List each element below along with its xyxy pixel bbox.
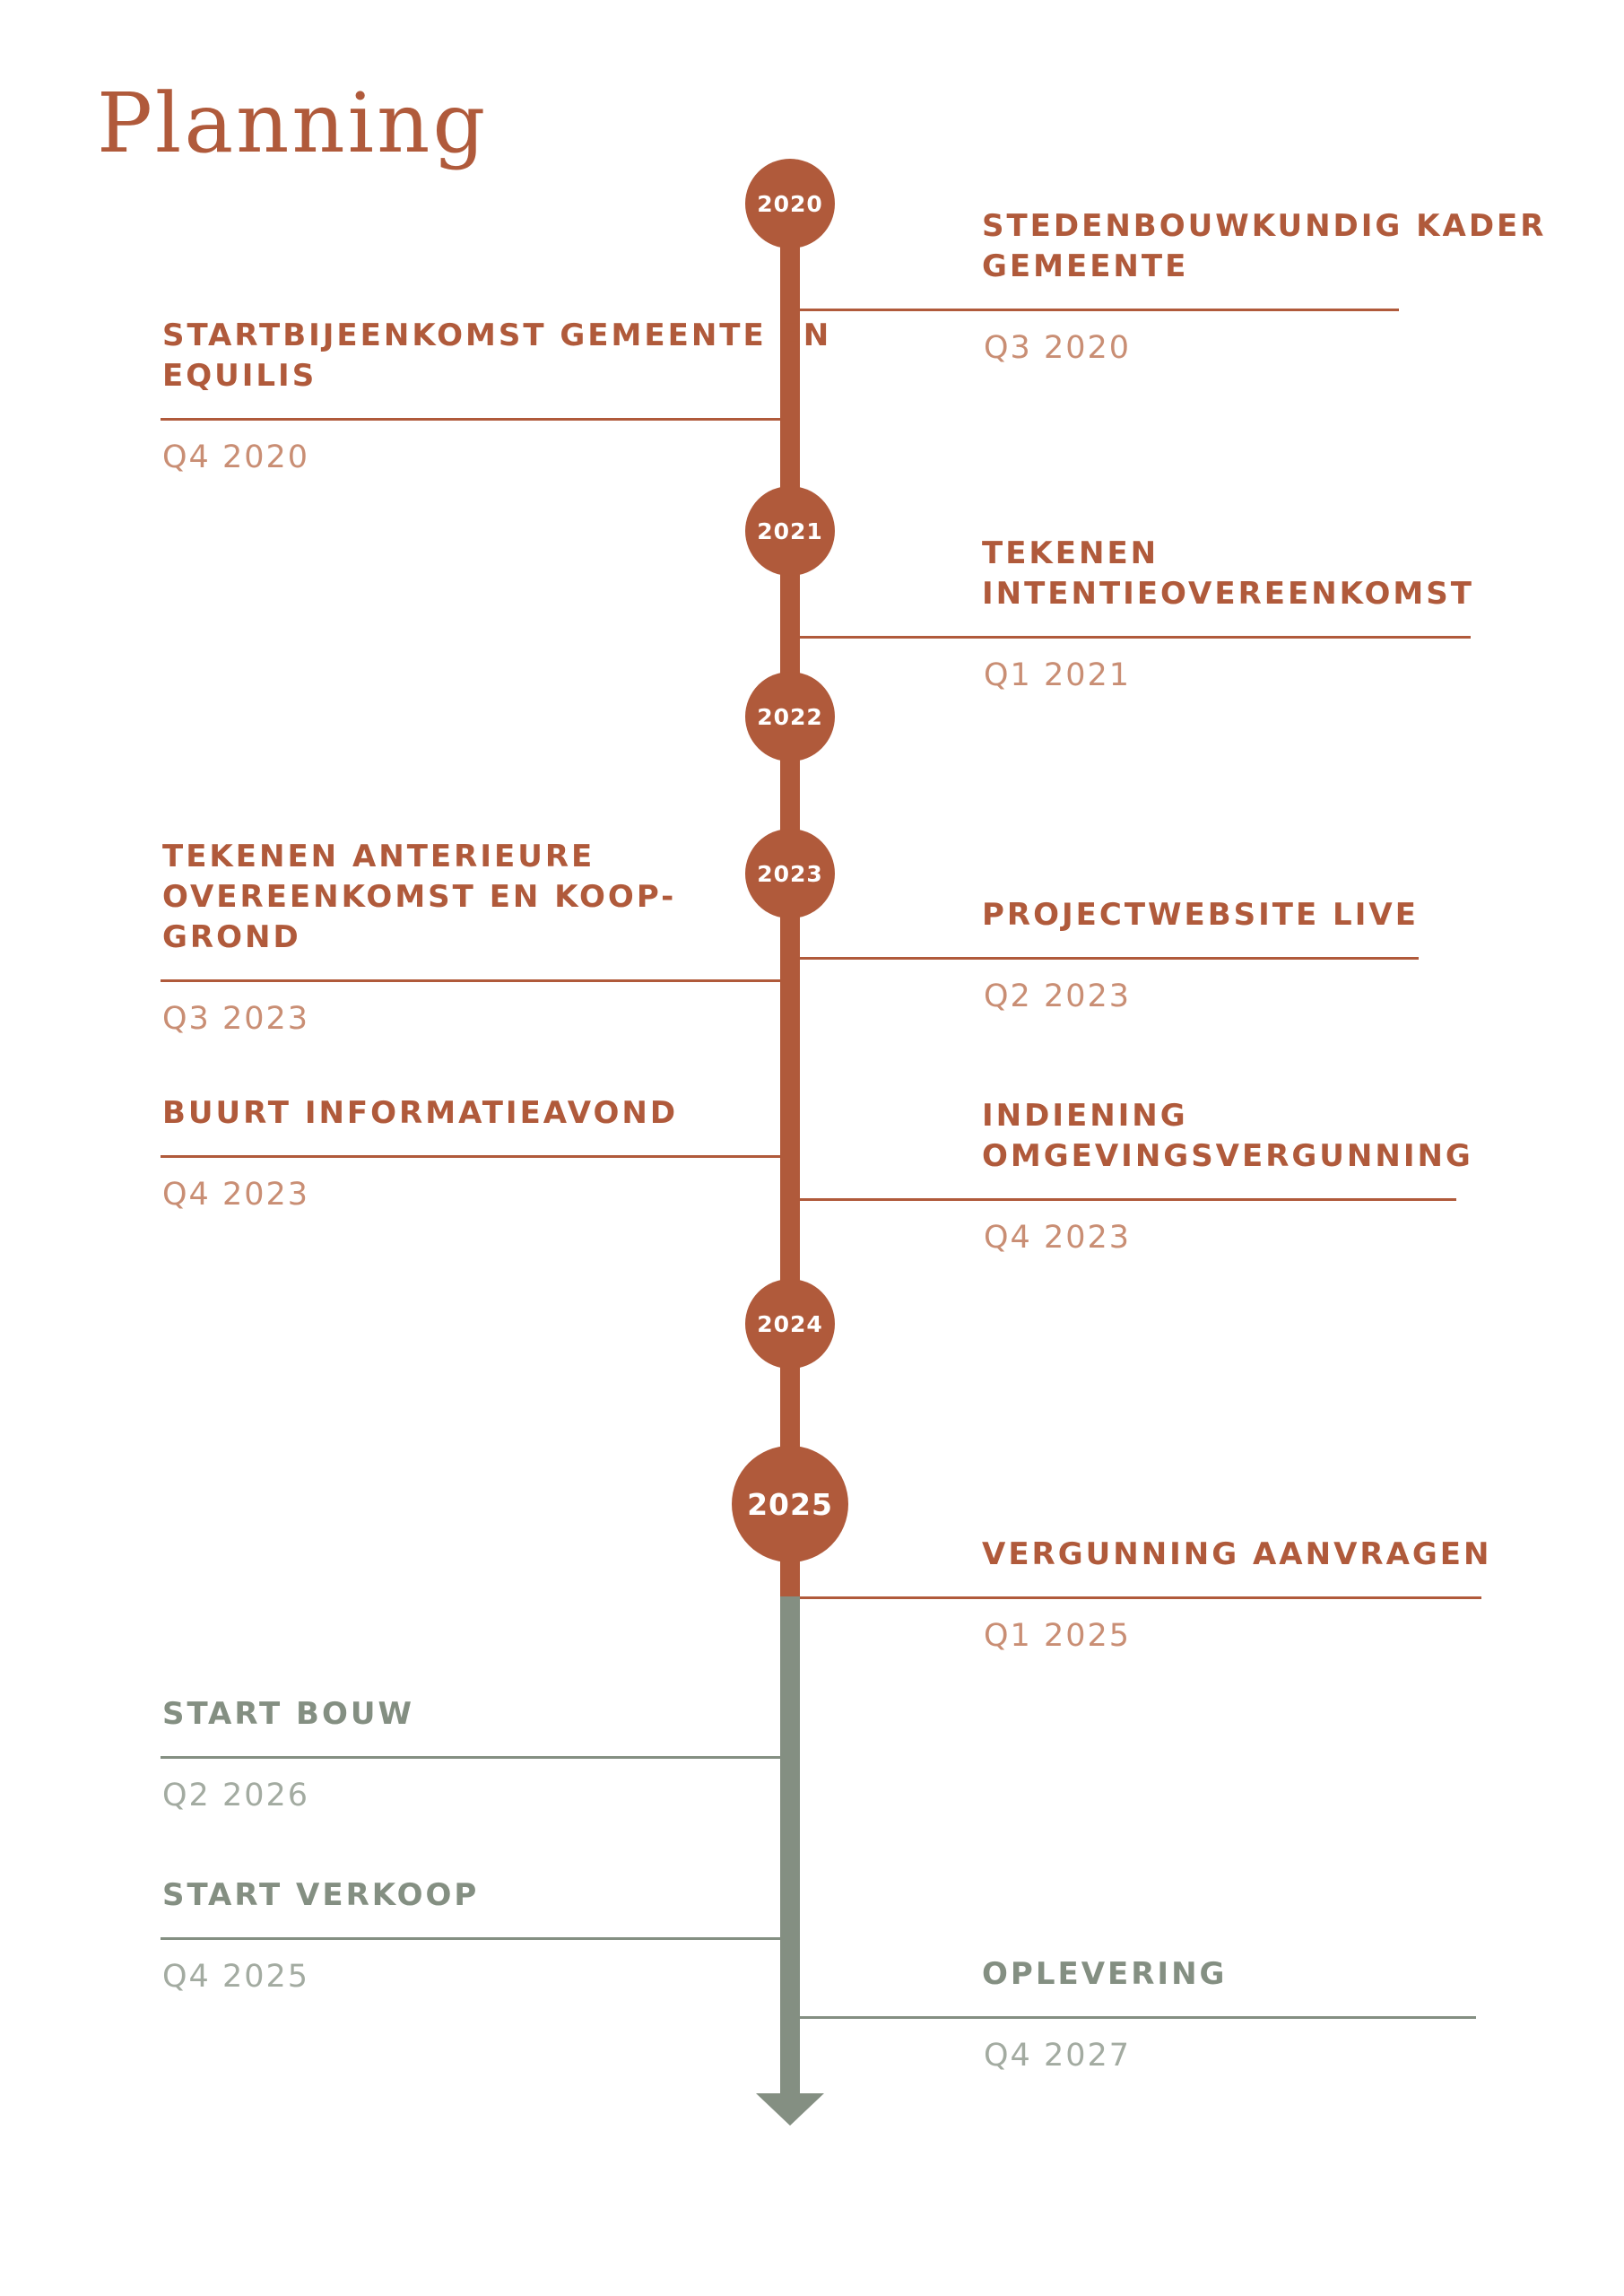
event-divider bbox=[161, 1756, 780, 1759]
event-title: TEKENEN ANTERIEURE OVEREENKOMST EN KOOP-… bbox=[162, 839, 677, 955]
event-title: BUURT INFORMATIEAVOND bbox=[162, 1095, 679, 1131]
event-divider bbox=[800, 636, 1471, 639]
event-date: Q2 2023 bbox=[984, 978, 1132, 1014]
event-divider bbox=[161, 979, 780, 982]
event-date: Q4 2023 bbox=[984, 1220, 1132, 1256]
event-title: START VERKOOP bbox=[162, 1877, 480, 1913]
year-marker-2021: 2021 bbox=[745, 486, 835, 576]
event-title: STARTBIJEENKOMST GEMEENTE EN EQUILIS bbox=[162, 317, 832, 394]
event-title: STEDENBOUWKUNDIG KADER GEMEENTE bbox=[982, 208, 1547, 284]
event-divider bbox=[800, 1198, 1456, 1201]
event-date: Q3 2020 bbox=[984, 330, 1132, 366]
event-title: TEKENEN INTENTIEOVEREENKOMST bbox=[982, 535, 1474, 612]
event-title: INDIENING OMGEVINGSVERGUNNING bbox=[982, 1098, 1473, 1174]
year-marker-2025: 2025 bbox=[732, 1446, 848, 1562]
event-title: PROJECTWEBSITE LIVE bbox=[982, 897, 1419, 933]
event-divider bbox=[800, 2016, 1476, 2019]
event-date: Q4 2020 bbox=[162, 439, 310, 475]
year-marker-2022: 2022 bbox=[745, 672, 835, 761]
event-date: Q2 2026 bbox=[162, 1778, 310, 1813]
event-divider bbox=[800, 1596, 1481, 1599]
page-title: Planning bbox=[97, 75, 489, 171]
event-title: VERGUNNING AANVRAGEN bbox=[982, 1536, 1492, 1572]
year-marker-2024: 2024 bbox=[745, 1279, 835, 1369]
event-divider bbox=[800, 957, 1419, 960]
event-date: Q3 2023 bbox=[162, 1001, 310, 1037]
event-date: Q1 2025 bbox=[984, 1618, 1132, 1654]
year-marker-2023: 2023 bbox=[745, 829, 835, 918]
event-title: OPLEVERING bbox=[982, 1956, 1228, 1992]
event-date: Q1 2021 bbox=[984, 657, 1132, 693]
event-title: START BOUW bbox=[162, 1696, 414, 1732]
event-date: Q4 2027 bbox=[984, 2038, 1132, 2074]
year-marker-2020: 2020 bbox=[745, 159, 835, 248]
event-divider bbox=[800, 309, 1399, 311]
event-date: Q4 2025 bbox=[162, 1959, 310, 1995]
event-divider bbox=[161, 418, 780, 421]
event-divider bbox=[161, 1155, 780, 1158]
event-date: Q4 2023 bbox=[162, 1177, 310, 1213]
arrow-down-icon bbox=[756, 2093, 824, 2126]
event-divider bbox=[161, 1937, 780, 1940]
timeline-axis-future bbox=[780, 1596, 800, 2099]
